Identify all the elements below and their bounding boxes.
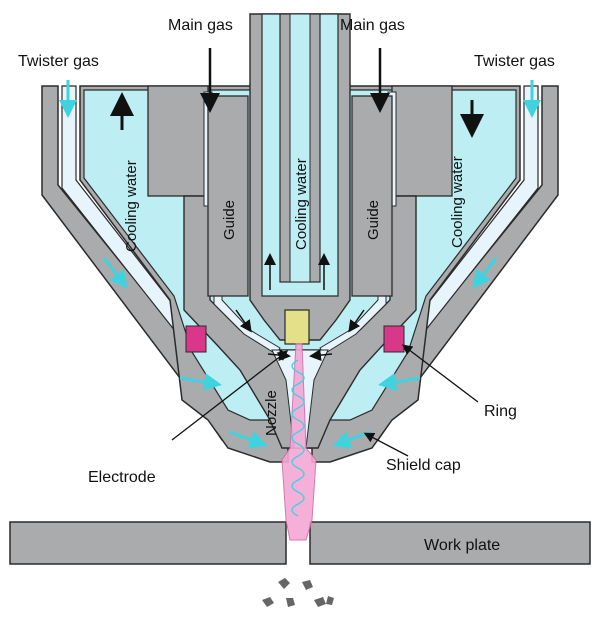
leader-lines <box>171 344 479 457</box>
block-left <box>147 85 209 197</box>
water-arrows <box>110 92 484 138</box>
cooling-water-center-label: Cooling water <box>293 158 310 250</box>
block-right <box>391 85 453 197</box>
main-gas-arrows <box>200 48 390 113</box>
guide-right-label: Guide <box>365 200 382 240</box>
ring-left <box>185 325 207 353</box>
nozzle-label: Nozzle <box>263 390 280 436</box>
ring-label: Ring <box>484 403 517 420</box>
shield-cap-label: Shield cap <box>386 457 461 474</box>
electrode-tip <box>284 309 310 345</box>
main-gas-left-label: Main gas <box>168 17 233 34</box>
main-gas-right-label: Main gas <box>340 17 405 34</box>
guide-left-label: Guide <box>221 200 238 240</box>
twister-gas-left-label: Twister gas <box>18 53 99 70</box>
guide-right <box>351 95 393 297</box>
twister-gas-right-label: Twister gas <box>474 53 555 70</box>
work-plate-right <box>309 521 591 565</box>
work-plate-label: Work plate <box>424 537 500 554</box>
cooling-water-left-label: Cooling water <box>123 160 140 252</box>
ring-right <box>383 325 405 353</box>
electrode-label: Electrode <box>88 469 156 486</box>
molten-spatter <box>262 578 334 607</box>
plasma-arc <box>281 343 317 541</box>
electrode-inner-bore <box>289 13 311 283</box>
cooling-water-right-label: Cooling water <box>449 156 466 248</box>
guide-left <box>207 95 249 297</box>
work-plate-left <box>9 521 287 565</box>
swirl-coil <box>291 359 305 517</box>
